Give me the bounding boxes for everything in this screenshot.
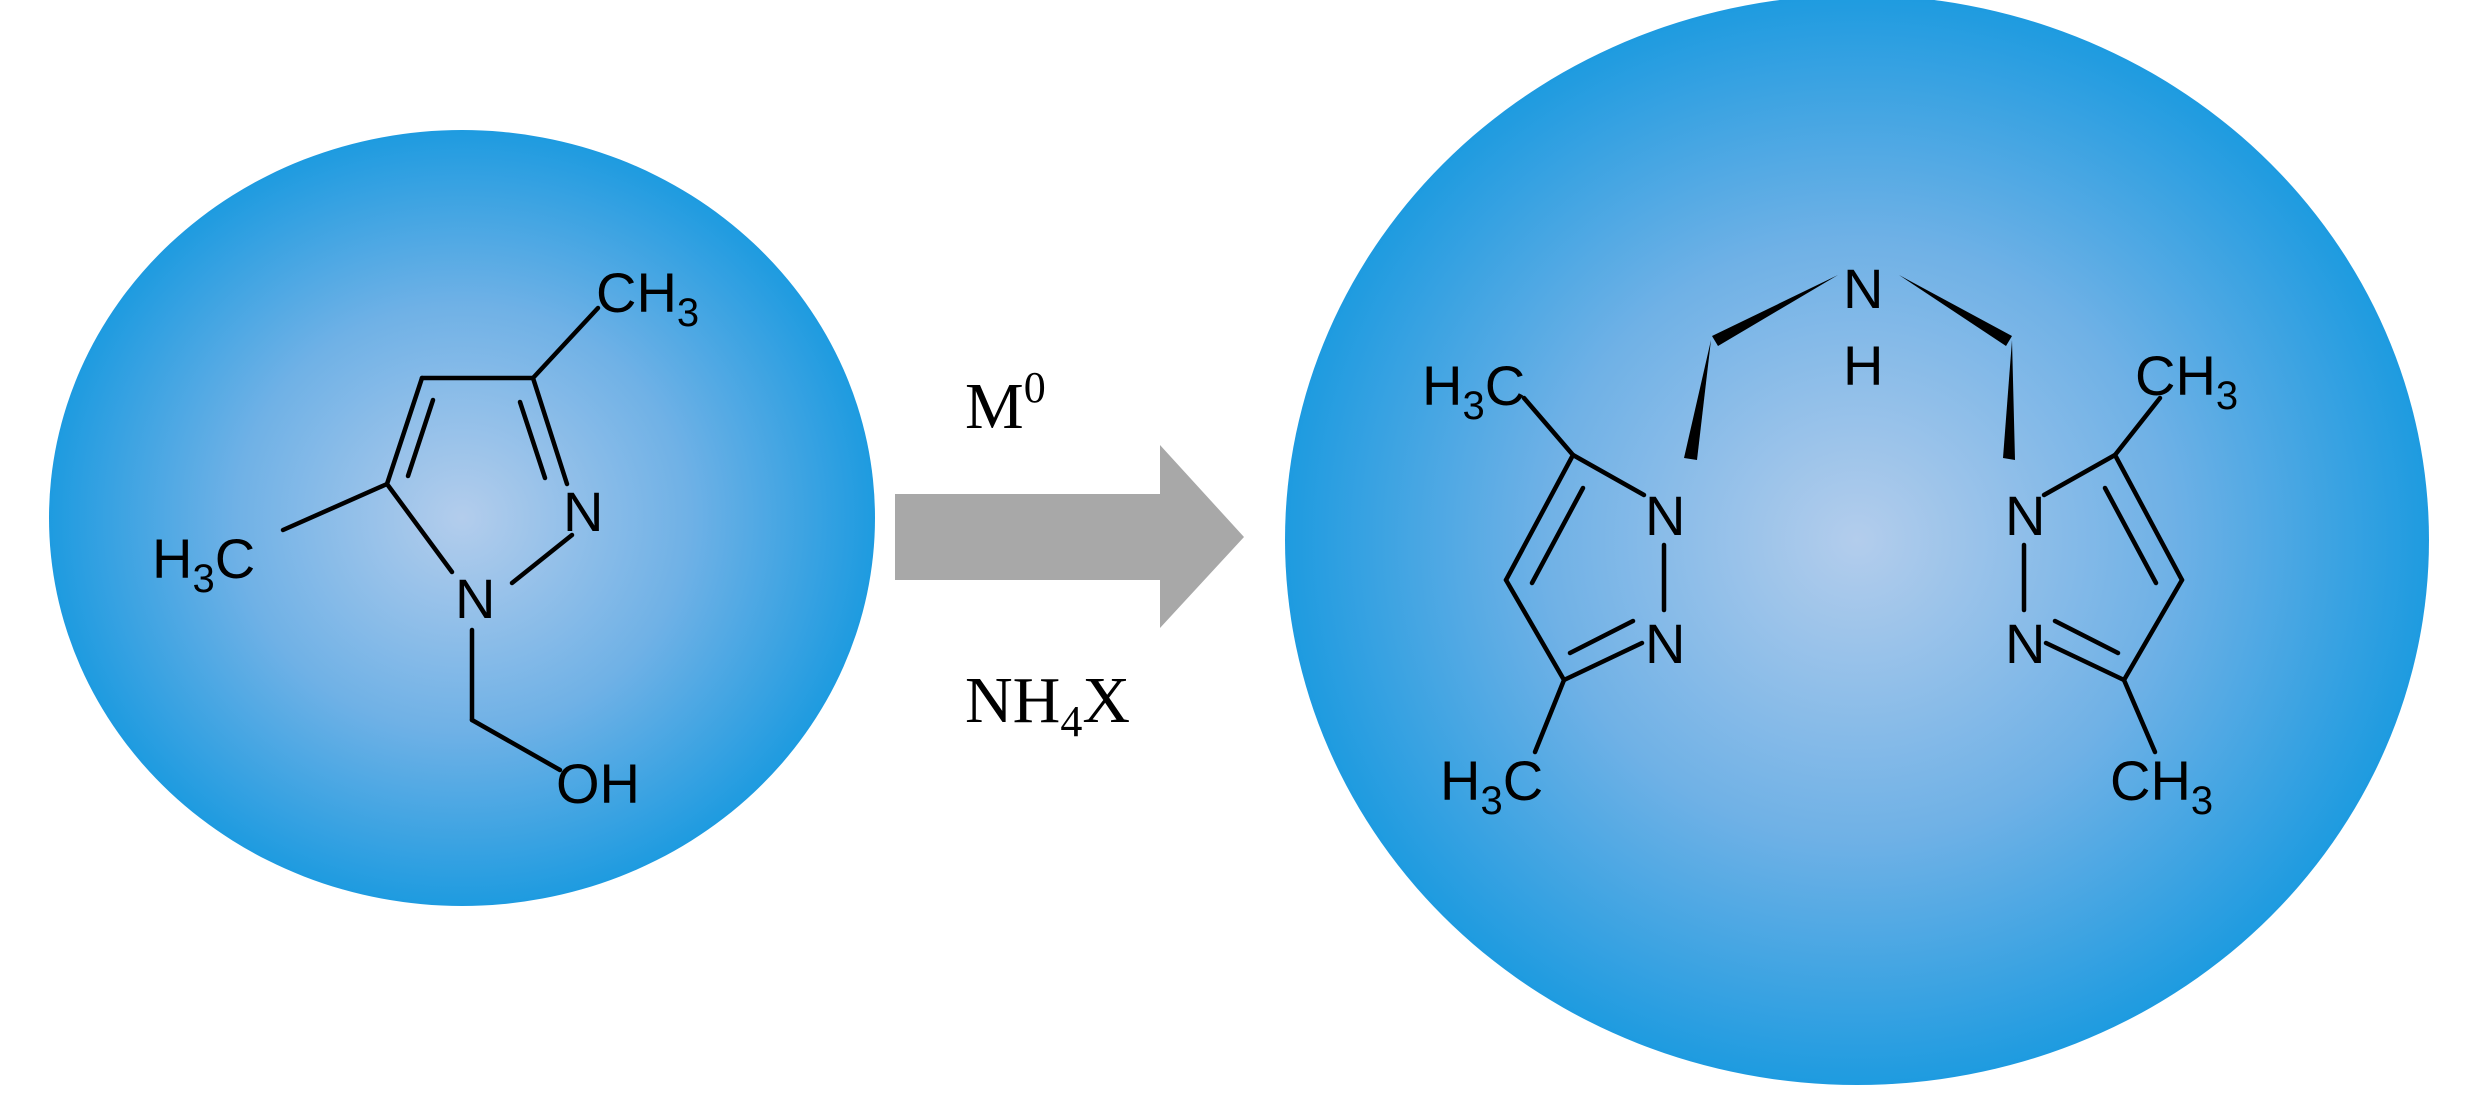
right-ch3-top-label: CH3 [2135,344,2238,418]
bond-ch2-oh [469,717,563,773]
right-pyrazole [2021,395,2185,755]
reactant-h3c-label: H3C [152,527,255,601]
bond-l-c5-n1 [1570,452,1647,498]
bond-l-c4-c5-double [1529,485,1586,586]
bond-r-n1-c5 [2041,452,2118,498]
right-n2-label: N [2005,612,2045,675]
wedge-left-nh-ch2 [1712,275,1838,346]
bond-c5-h3c [280,481,390,533]
reactant-ch3-label: CH3 [596,261,699,335]
product-nh-n-label: N [1843,257,1883,320]
bond-r-n2-c3-double [2052,618,2121,656]
reactant-n2-label: N [563,480,603,543]
bond-c3-n2 [530,375,570,487]
bond-l-n2-c3-double [1567,618,1636,656]
reactant-sphere-shape [49,130,875,906]
left-h3c-bottom-label: H3C [1440,749,1543,823]
wedge-right-nh-ch2 [1899,275,2012,346]
reactant-n1-label: N [455,567,495,630]
bond-c3-ch3 [530,305,601,381]
arrow-shape [895,445,1244,628]
reactant-sphere [49,130,875,906]
bond-r-c3-c4 [2121,577,2185,683]
right-ch3-bottom-label: CH3 [2110,749,2213,823]
reactant-molecule: CH3 N N H3C OH [152,261,699,815]
bond-l-c3-ch3 [1532,677,1567,755]
bond-c5-c4 [384,375,425,487]
bond-l-c4-c5 [1503,452,1576,583]
reactant-oh-label: OH [556,752,640,815]
reagent-top: M0 [965,363,1046,443]
wedge-left-ch2-n [1684,340,1711,460]
product-sphere [1285,0,2429,1085]
bond-n1-c5 [384,481,455,575]
bond-c4-c5-double [405,397,436,479]
reagent-bottom: NH4X [965,664,1130,746]
left-pyrazole [1503,395,1667,755]
bond-l-c3-c4 [1503,577,1567,683]
left-n2-label: N [1645,612,1685,675]
bond-l-n2-c3 [1561,640,1645,683]
wedge-right-ch2-n [2003,340,2015,460]
bond-r-c4-c5 [2112,452,2185,583]
right-n1-label: N [2005,484,2045,547]
product-nh-h-label: H [1843,334,1883,397]
bond-r-c5-ch3 [2112,395,2163,458]
bond-n2-n1 [509,532,575,586]
bond-r-c4-c5-double [2102,485,2159,586]
left-n1-label: N [1645,484,1685,547]
bond-l-c5-ch3 [1521,395,1576,458]
left-h3c-top-label: H3C [1422,354,1525,428]
product-sphere-shape [1285,0,2429,1085]
bond-r-n2-c3 [2043,640,2127,683]
product-molecule: N H H3C N N H3C [1422,257,2238,823]
bond-c3-n2-double [517,399,548,481]
bond-r-c3-ch3 [2121,677,2158,755]
reaction-arrow [895,445,1244,628]
